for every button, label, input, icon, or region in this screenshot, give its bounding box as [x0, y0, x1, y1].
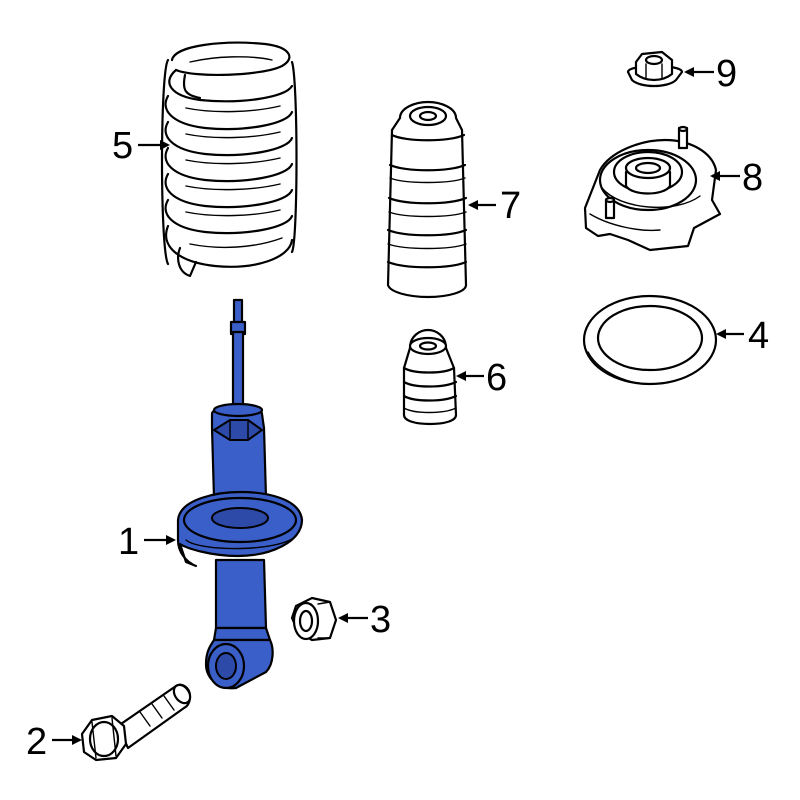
- callout-6: 6: [456, 357, 507, 399]
- coil-spring-part[interactable]: [160, 41, 298, 278]
- callout-4: 4: [716, 315, 769, 357]
- nut-part[interactable]: [290, 596, 338, 642]
- bolt-part[interactable]: [80, 682, 193, 762]
- callout-2: 2: [26, 721, 82, 763]
- callout-5: 5: [112, 125, 170, 167]
- callout-label-5: 5: [112, 125, 133, 167]
- callout-label-3: 3: [370, 599, 391, 641]
- callout-9: 9: [684, 53, 737, 95]
- callout-label-8: 8: [742, 157, 763, 199]
- mount-nut-part[interactable]: [626, 50, 684, 88]
- callout-1: 1: [118, 521, 176, 563]
- callout-label-6: 6: [486, 357, 507, 399]
- shock-absorber-part[interactable]: [176, 298, 304, 690]
- callout-label-7: 7: [500, 185, 521, 227]
- callout-label-9: 9: [716, 53, 737, 95]
- callout-7: 7: [468, 185, 521, 227]
- callout-label-1: 1: [118, 521, 139, 563]
- dust-boot-part[interactable]: [386, 100, 468, 299]
- callout-label-2: 2: [26, 721, 47, 763]
- bump-stop-part[interactable]: [402, 328, 458, 426]
- callout-8: 8: [710, 157, 763, 199]
- strut-mount-part[interactable]: [583, 125, 722, 252]
- insulator-part[interactable]: [582, 294, 718, 386]
- callout-3: 3: [338, 599, 391, 641]
- callout-label-4: 4: [748, 315, 769, 357]
